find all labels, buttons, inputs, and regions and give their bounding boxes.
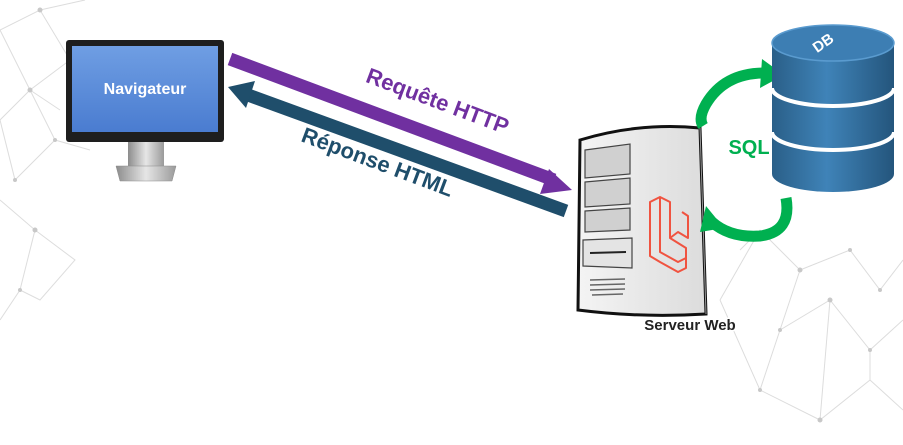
db-body xyxy=(772,43,894,192)
browser-monitor: Navigateur xyxy=(66,40,224,182)
browser-label: Navigateur xyxy=(104,81,187,98)
monitor-screen xyxy=(72,46,218,132)
db-top xyxy=(771,24,895,62)
response-arrow xyxy=(228,81,569,218)
request-arrow-head xyxy=(540,169,572,194)
request-arrow xyxy=(227,52,572,194)
sql-upper-arc xyxy=(695,67,768,129)
network-background xyxy=(0,0,903,421)
network-nodes xyxy=(13,7,882,423)
web-server xyxy=(576,125,708,317)
sql-lower-arrowhead xyxy=(700,206,724,232)
server-drive-bays xyxy=(584,143,631,233)
sql-label: SQL xyxy=(728,137,769,159)
monitor-base xyxy=(115,165,177,182)
database-cylinder: DB xyxy=(770,24,896,192)
request-arrow-shaft xyxy=(227,52,557,187)
response-arrow-head xyxy=(228,81,255,108)
monitor-stand xyxy=(128,142,164,166)
request-label: Requête HTTP xyxy=(363,63,513,139)
sql-lower-arc xyxy=(708,197,793,242)
server-label: Serveur Web xyxy=(644,317,735,334)
response-arrow-shaft xyxy=(245,88,569,218)
server-vents xyxy=(589,278,626,296)
laravel-logo-icon xyxy=(649,196,689,273)
